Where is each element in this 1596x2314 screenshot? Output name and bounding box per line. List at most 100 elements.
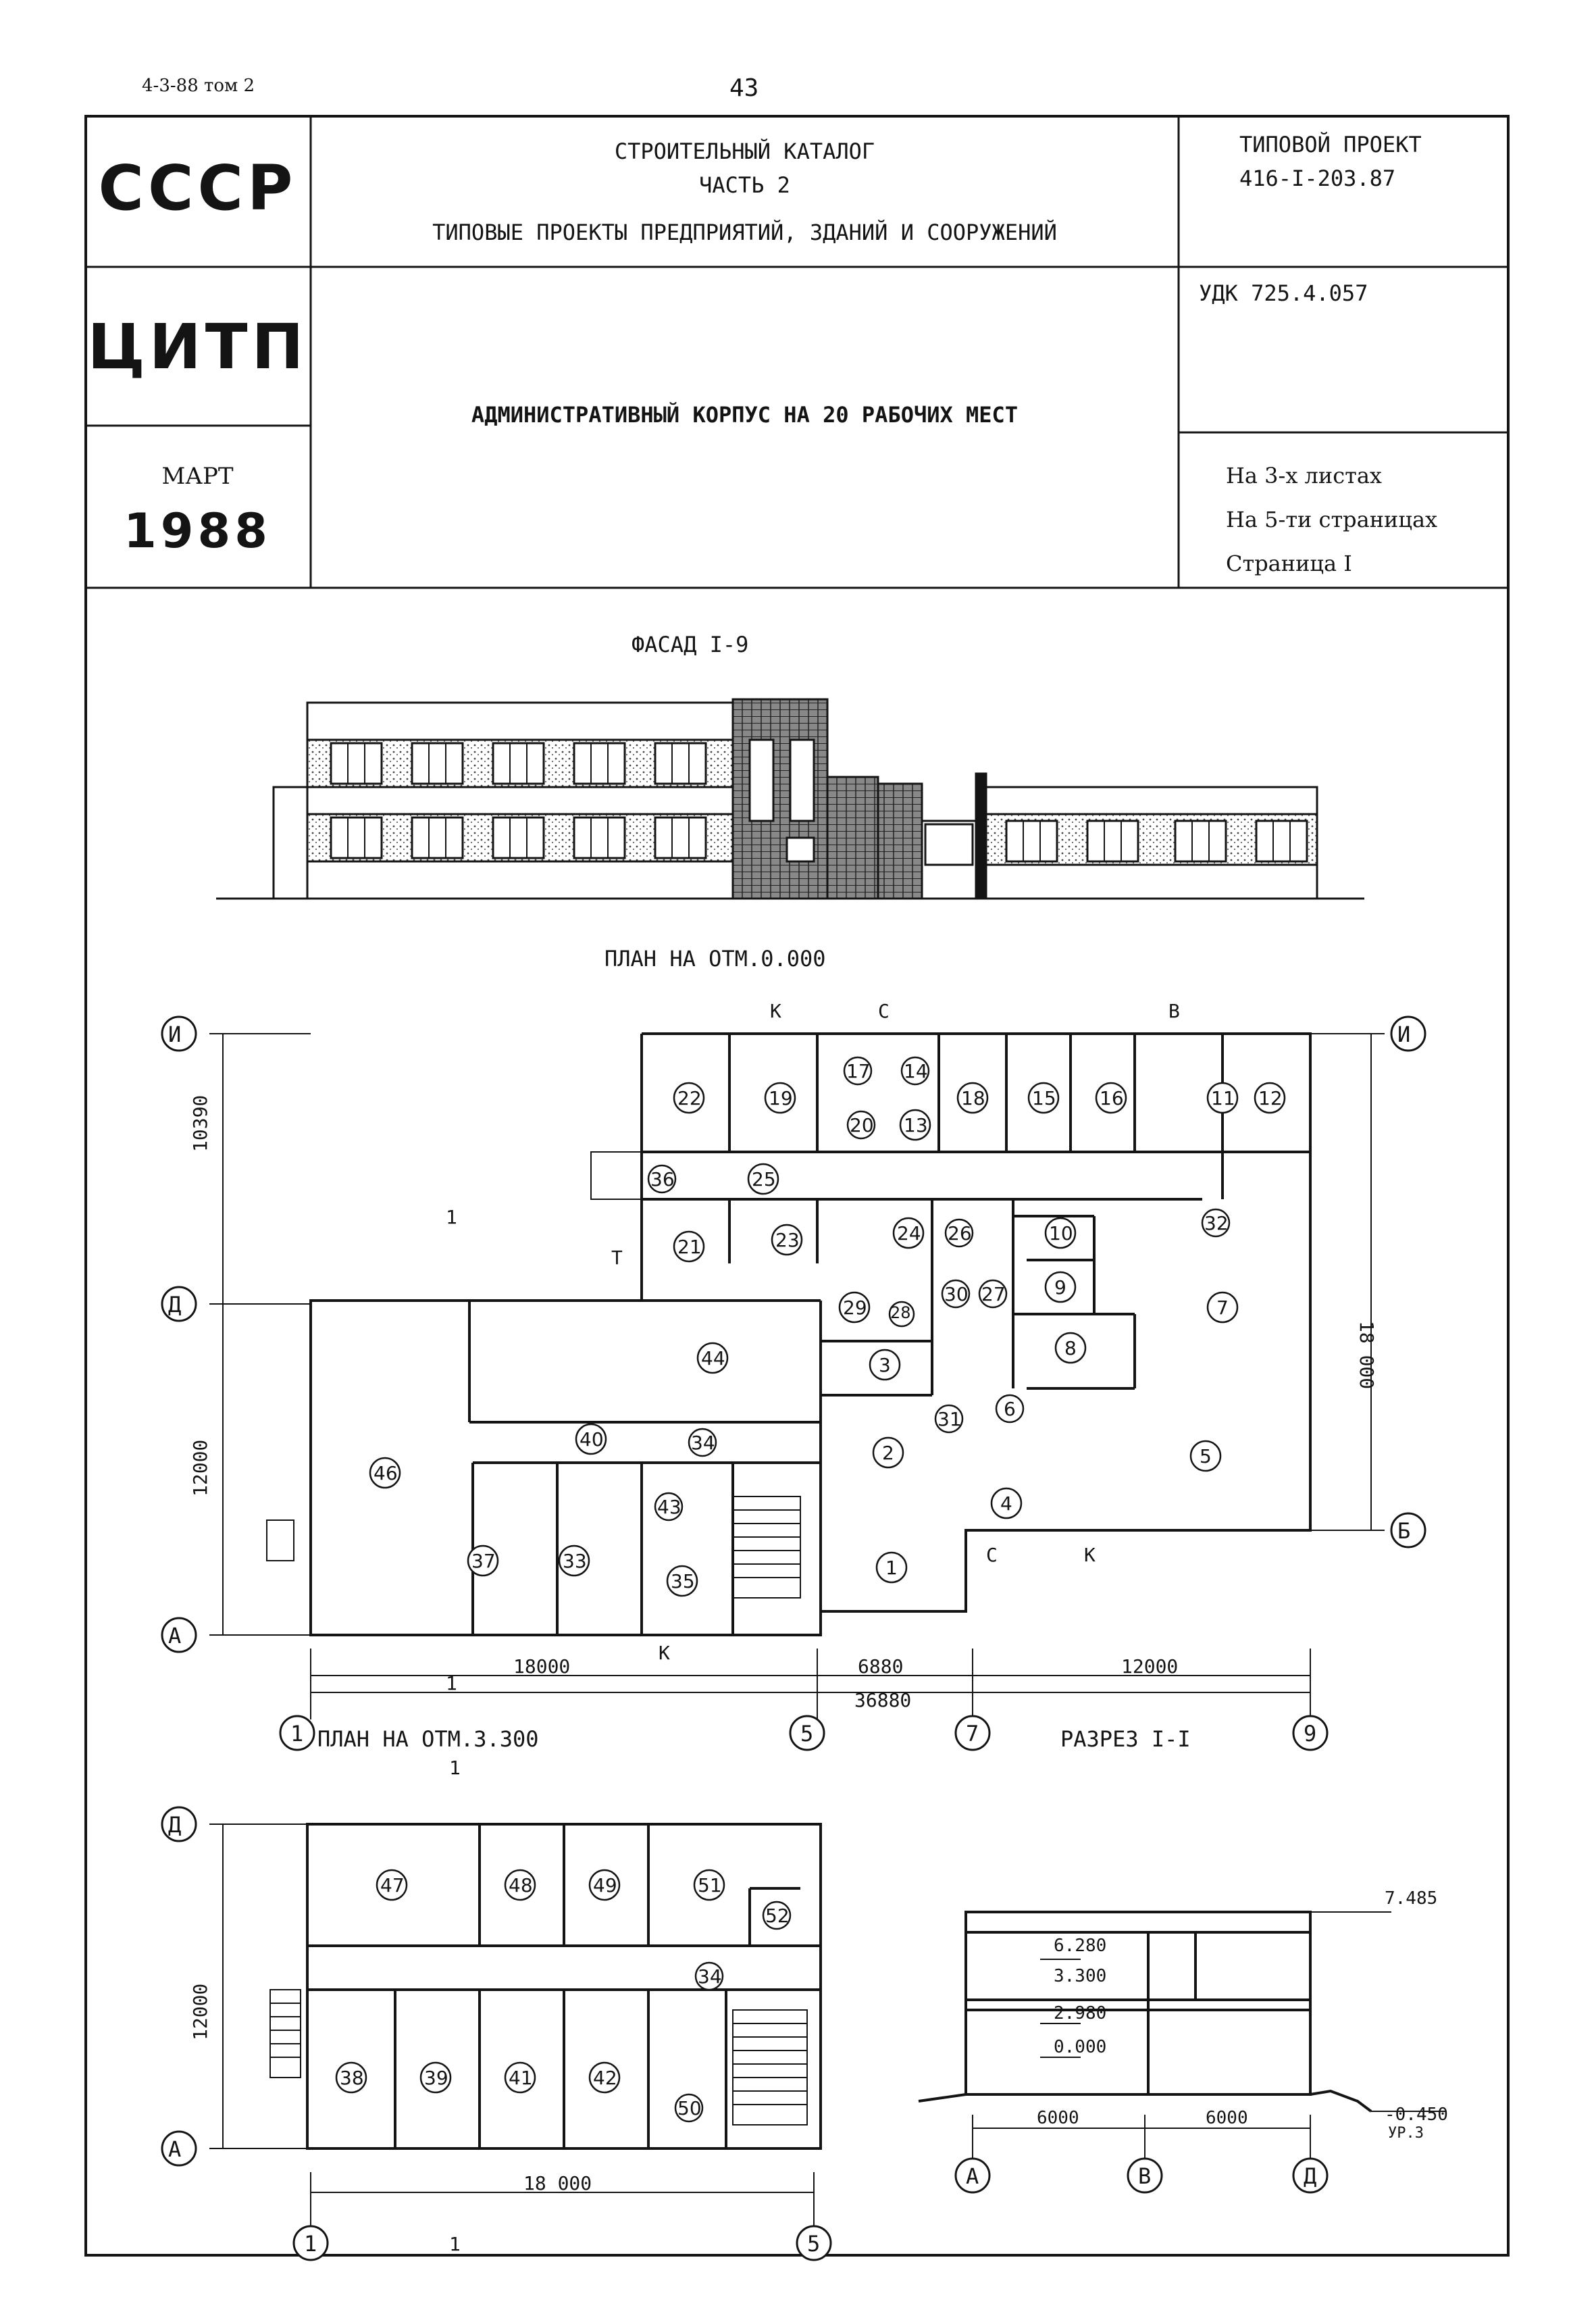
room-19: 19 [769,1087,793,1109]
plan0-axis-7: 7 [966,1721,979,1746]
plan1-axis-5: 5 [807,2231,821,2257]
section-title: РАЗРЕЗ I-I [1060,1726,1191,1752]
room-3: 3 [879,1354,891,1376]
room-2: 2 [882,1442,894,1464]
room-26: 26 [948,1222,972,1244]
room-28: 28 [890,1303,911,1322]
room-32: 32 [1204,1212,1229,1234]
udc-code: УДК 725.4.057 [1199,280,1368,306]
room-14: 14 [904,1060,928,1082]
plan0-axis-5: 5 [800,1721,814,1746]
plan1-dim-18000: 18 000 [523,2172,592,2194]
plan0-mark-1-top: 1 [446,1206,457,1228]
room-48: 48 [509,1874,533,1896]
plan1-axis-1: 1 [304,2231,317,2257]
page-number: 43 [729,74,759,102]
room-11: 11 [1211,1087,1235,1109]
room-17: 17 [846,1060,871,1082]
year-label: 1988 [124,503,272,559]
room-39: 39 [424,2067,448,2089]
plan1-axis-A: А [168,2136,182,2162]
room-42: 42 [593,2067,617,2089]
page-index: Страница I [1226,551,1352,576]
plan0-dim-6880: 6880 [858,1655,904,1678]
plan1-mark-1-bottom: 1 [449,2233,461,2255]
plan0-axis-9: 9 [1304,1721,1317,1746]
room-51: 51 [698,1874,722,1896]
room-7: 7 [1216,1297,1229,1319]
room-47: 47 [380,1874,405,1896]
plan0-axis-A: А [168,1623,182,1649]
section-axis-A: А [966,2163,979,2189]
room-31: 31 [937,1408,962,1430]
room-25: 25 [752,1168,776,1190]
room-52: 52 [765,1905,790,1927]
plan0-axis-1: 1 [290,1721,304,1746]
room-27: 27 [981,1283,1006,1305]
section-axis-D: Д [1304,2163,1317,2189]
plan0-axis-I-right: И [1397,1022,1411,1047]
level-6280: 6.280 [1054,1936,1107,1956]
sheets-count: На 3-х листах [1226,463,1382,488]
plan0-dim-12000b: 12000 [1121,1655,1179,1678]
plan0-dim-18000: 18000 [513,1655,571,1678]
room-22: 22 [677,1087,702,1109]
level-ground: УР.З [1388,2125,1424,2142]
plan0-mark-c-top: С [878,1000,890,1022]
project-type: ТИПОВОЙ ПРОЕКТ [1239,132,1422,157]
room-5: 5 [1200,1445,1212,1467]
plan1-axis-D: Д [168,1812,182,1838]
room-50: 50 [677,2097,702,2119]
catalog-line2: ЧАСТЬ 2 [699,172,790,198]
room-1: 1 [885,1557,898,1579]
room-12: 12 [1258,1087,1283,1109]
level-top: 7.485 [1385,1888,1438,1909]
month-label: МАРТ [161,463,234,490]
agency-label: ЦИТП [87,311,308,383]
room-30: 30 [944,1283,969,1305]
room-9: 9 [1054,1276,1066,1299]
level-neg: -0.450 [1385,2105,1448,2125]
room-13: 13 [904,1114,928,1136]
room-38: 38 [340,2067,364,2089]
plan0-title: ПЛАН НА ОТМ.0.000 [604,946,826,972]
document-title: АДМИНИСТРАТИВНЫЙ КОРПУС НА 20 РАБОЧИХ МЕ… [471,402,1019,428]
room-34-upper: 34 [698,1965,722,1988]
room-49: 49 [593,1874,617,1896]
room-35: 35 [671,1570,695,1592]
room-21: 21 [677,1236,702,1258]
room-44: 44 [701,1347,725,1369]
plan0-dim-36880: 36880 [854,1689,912,1711]
room-29: 29 [843,1297,867,1319]
catalog-line1: СТРОИТЕЛЬНЫЙ КАТАЛОГ [614,139,875,164]
room-6: 6 [1004,1398,1016,1420]
section-axis-V: В [1138,2163,1152,2189]
pages-count: На 5-ти страницах [1226,507,1438,532]
plan0-mark-k-mid: К [659,1642,670,1664]
section-dim-1: 6000 [1037,2108,1079,2128]
plan1-title: ПЛАН НА ОТМ.3.300 [317,1726,539,1752]
plan0-axis-B: Б [1397,1518,1411,1544]
room-23: 23 [775,1229,800,1251]
plan0-mark-v: В [1168,1000,1180,1022]
plan0-axis-I-left: И [168,1022,182,1047]
facade-title: ФАСАД I-9 [632,632,749,657]
level-2980: 2.980 [1054,2003,1107,2023]
plan1-mark-1-top: 1 [449,1757,461,1779]
room-40: 40 [580,1428,604,1451]
room-18: 18 [961,1087,985,1109]
room-4: 4 [1000,1492,1012,1515]
room-33: 33 [563,1550,587,1572]
room-8: 8 [1064,1337,1077,1359]
plan0-mark-k-top: К [770,1000,781,1022]
room-36: 36 [650,1168,675,1190]
country-label: СССР [98,152,297,224]
room-15: 15 [1032,1087,1056,1109]
section-dim-2: 6000 [1206,2108,1248,2128]
